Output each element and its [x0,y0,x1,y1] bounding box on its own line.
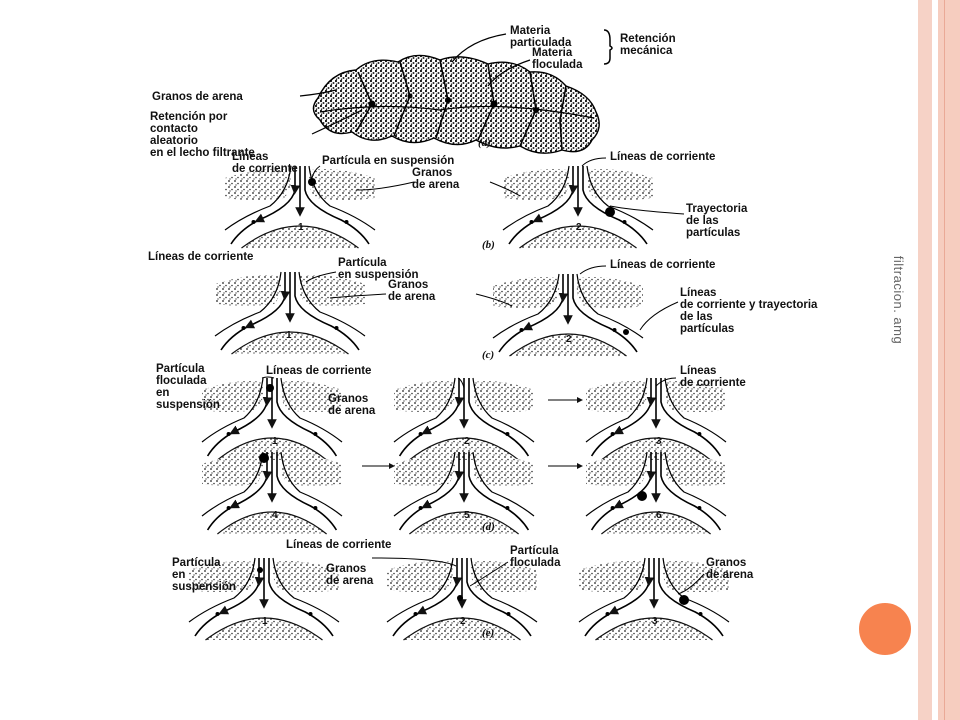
pore-d2 [393,377,535,461]
pore-e1 [188,557,340,641]
panel-a-leaders [299,29,613,135]
caption-a: (a) [478,137,491,149]
num-b-1: 1 [298,222,304,233]
decorative-side-line [944,0,945,720]
num-d-4: 4 [272,510,278,521]
pore-c2 [492,273,644,357]
transition-arrows [362,397,583,469]
pore-e2 [386,557,538,641]
decorative-orange-circle [856,600,914,658]
label-lineas-corriente-e: Líneas de corriente [286,539,391,551]
num-d-3: 3 [656,436,662,447]
pore-diagrams [188,165,730,641]
pore-e3 [578,557,730,641]
caption-c: (c) [482,349,494,361]
num-c-1: 1 [286,330,292,341]
pore-d3 [585,377,727,461]
caption-e: (e) [482,627,494,639]
pore-b2 [502,165,654,249]
num-c-2: 2 [566,334,572,345]
num-d-6: 6 [656,510,662,521]
label-lineas-corriente-c-left: Líneas de corriente [148,251,253,263]
label-granos-arena-a: Granos de arena [152,91,243,103]
leader-lines [261,157,705,595]
num-e-3: 3 [652,616,658,627]
pore-d6 [585,451,727,535]
label-particula-suspension-b: Partícula en suspensión [322,155,454,167]
pore-d4 [201,451,343,535]
label-lineas-corriente-d-left: Líneas de corriente [266,365,371,377]
decorative-side-gap [932,0,938,720]
pore-d1 [201,377,343,461]
num-d-1: 1 [272,436,278,447]
caption-b: (b) [482,239,495,251]
num-b-2: 2 [576,222,582,233]
label-lineas-corriente-c-right: Líneas de corriente [610,259,715,271]
panel-a-sand-grains [312,54,600,154]
caption-d: (d) [482,521,495,533]
decorative-side-bar-outer [938,0,960,720]
pore-b1 [224,165,376,249]
num-d-5: 5 [464,510,470,521]
num-e-1: 1 [262,616,268,627]
decorative-side-bar [918,0,932,720]
pore-c1 [214,271,366,355]
label-lineas-corriente-b-right: Líneas de corriente [610,151,715,163]
pore-d5 [393,451,535,535]
num-e-2: 2 [460,616,466,627]
num-d-2: 2 [464,436,470,447]
